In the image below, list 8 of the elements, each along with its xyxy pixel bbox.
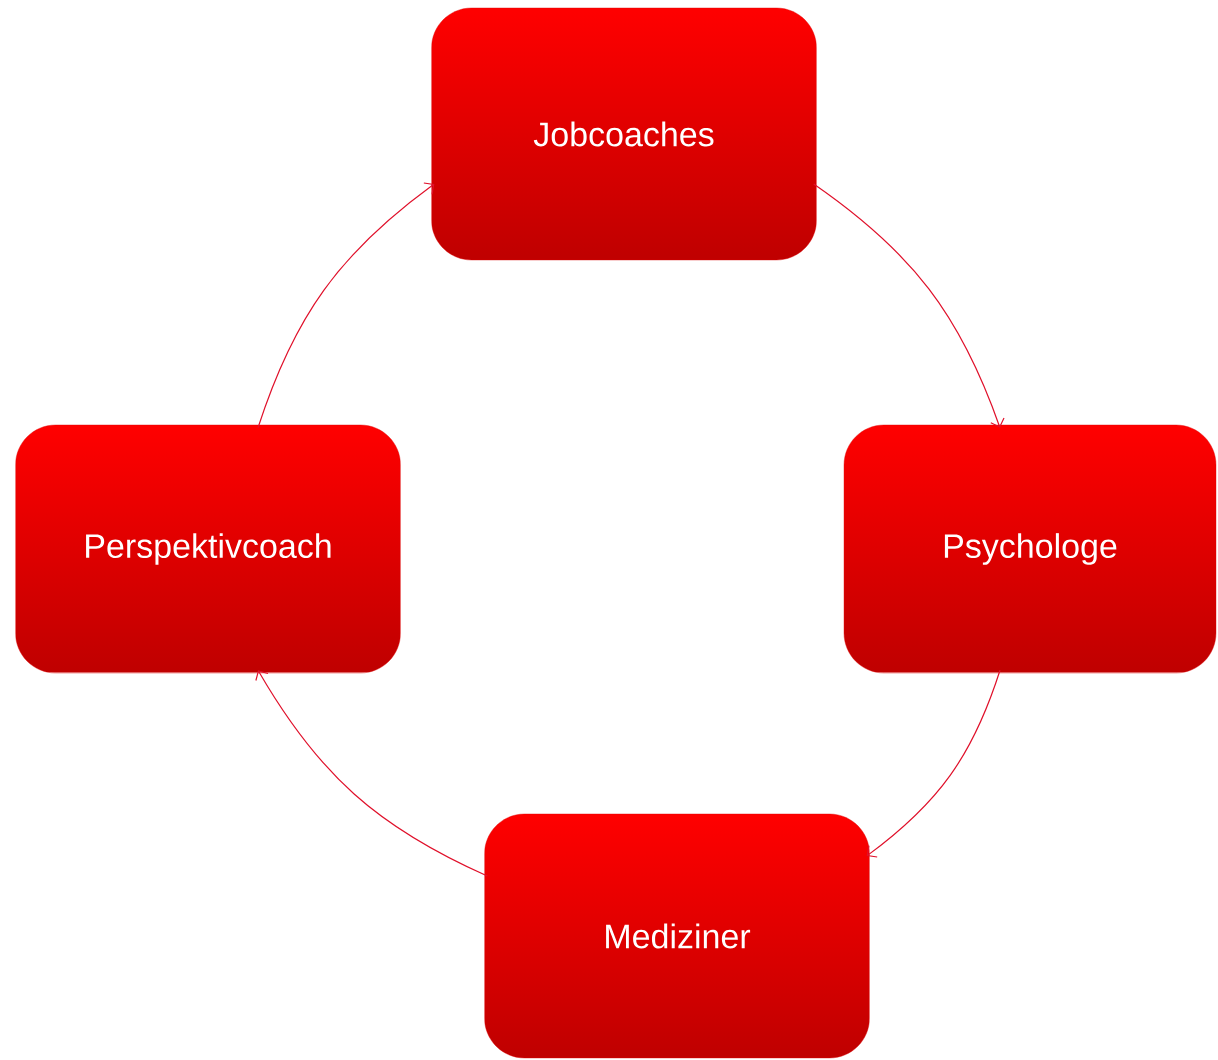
process-box: Mediziner bbox=[484, 813, 870, 1059]
arrow bbox=[866, 669, 1001, 858]
process-box: Perspektivcoach bbox=[15, 424, 401, 674]
arrow bbox=[813, 183, 1005, 428]
arrow bbox=[257, 182, 435, 429]
process-box: Jobcoaches bbox=[431, 7, 817, 261]
arrow bbox=[255, 670, 488, 877]
process-box: Psychologe bbox=[843, 424, 1217, 674]
